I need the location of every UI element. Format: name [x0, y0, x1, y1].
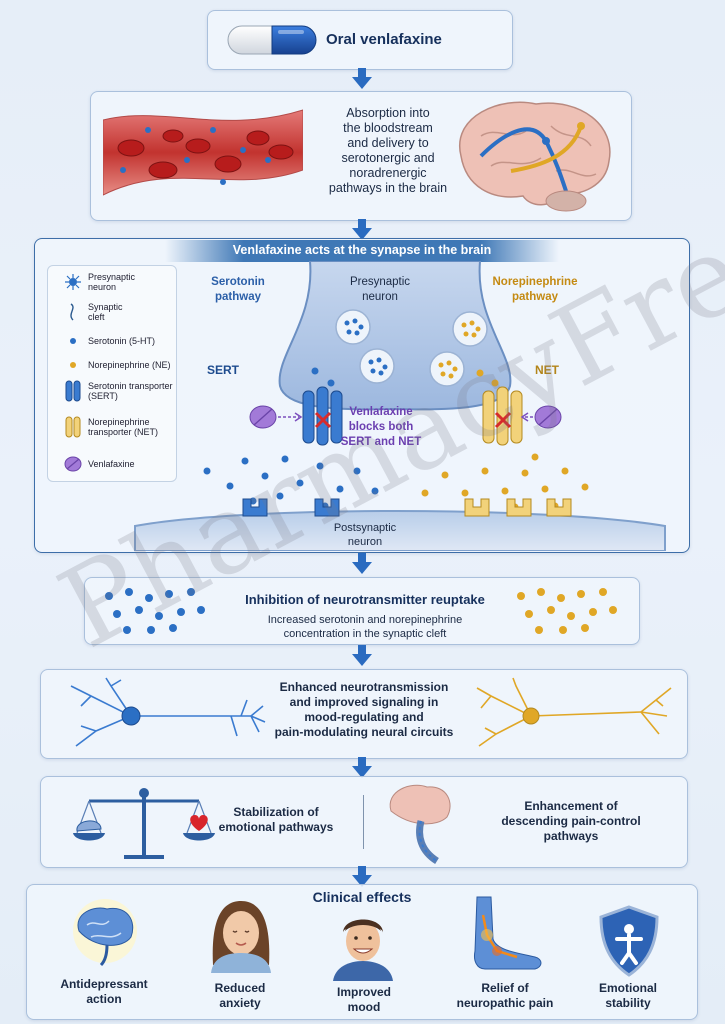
- blood-vessel-icon: [102, 100, 304, 215]
- down-arrow-icon: [351, 553, 373, 575]
- legend-item-venlafaxine: Venlafaxine: [62, 456, 135, 472]
- synapse-title: Venlafaxine acts at the synapse in the b…: [232, 243, 492, 257]
- brain-pathways-icon: [441, 96, 621, 221]
- down-arrow-icon: [351, 219, 373, 241]
- yellow-neuron-icon: [476, 677, 672, 747]
- venlafaxine-pill-icon: [64, 456, 82, 472]
- step4-title: Inhibition of neurotransmitter reuptake: [245, 592, 485, 607]
- net-label: NET: [535, 363, 559, 377]
- synapse-title-banner: [165, 240, 559, 262]
- step-neurotransmission: Enhanced neurotransmission and improved …: [40, 669, 688, 759]
- glowing-brain-icon: [73, 899, 137, 967]
- balance-scale-icon: [73, 788, 215, 859]
- sert-label: SERT: [207, 363, 240, 377]
- legend-item-serotonin: Serotonin (5-HT): [62, 336, 155, 346]
- step-oral-venlafaxine: Oral venlafaxine: [207, 10, 513, 70]
- net-transporter: [482, 386, 523, 446]
- down-arrow-icon: [351, 645, 373, 667]
- down-arrow-icon: [351, 866, 373, 888]
- step2-text: Absorption into the bloodstream and deli…: [328, 106, 448, 195]
- capsule-icon: [226, 24, 318, 61]
- sert-transporter: [302, 386, 343, 446]
- serotonin-dot-icon: [70, 338, 76, 344]
- smiling-man-icon: [333, 919, 393, 981]
- venlafaxine-pill-net: [520, 405, 562, 429]
- step5-text: Enhanced neurotransmission and improved …: [274, 680, 454, 739]
- synaptic-cleft-icon: [70, 303, 74, 321]
- shield-person-icon: [599, 905, 659, 977]
- sert-icon: [65, 380, 81, 402]
- legend-item-norepinephrine: Norepinephrine (NE): [62, 360, 171, 370]
- down-arrow-icon: [351, 68, 373, 90]
- synapse-illustration: [134, 261, 666, 551]
- net-icon: [65, 416, 81, 438]
- presynaptic-neuron-icon: [65, 274, 81, 290]
- norepinephrine-cluster-icon: [517, 588, 617, 634]
- brain-spine-icon: [389, 784, 451, 864]
- norepinephrine-dot-icon: [70, 362, 76, 368]
- synapse-panel: Venlafaxine acts at the synapse in the b…: [34, 238, 690, 553]
- calm-woman-icon: [211, 901, 271, 973]
- venlafaxine-pill-sert: [249, 405, 303, 429]
- step1-title: Oral venlafaxine: [326, 31, 442, 48]
- serotonin-cluster-icon: [105, 588, 205, 634]
- step-absorption: Absorption into the bloodstream and deli…: [90, 91, 632, 221]
- foot-pain-icon: [474, 896, 542, 970]
- step6-divider: [363, 795, 364, 849]
- blue-neuron-icon: [70, 677, 266, 747]
- step-inhibition: Inhibition of neurotransmitter reuptake …: [84, 577, 640, 645]
- down-arrow-icon: [351, 757, 373, 779]
- legend-item-sert: Serotonin transporter(SERT): [62, 380, 173, 402]
- clinical-title: Clinical effects: [312, 889, 412, 905]
